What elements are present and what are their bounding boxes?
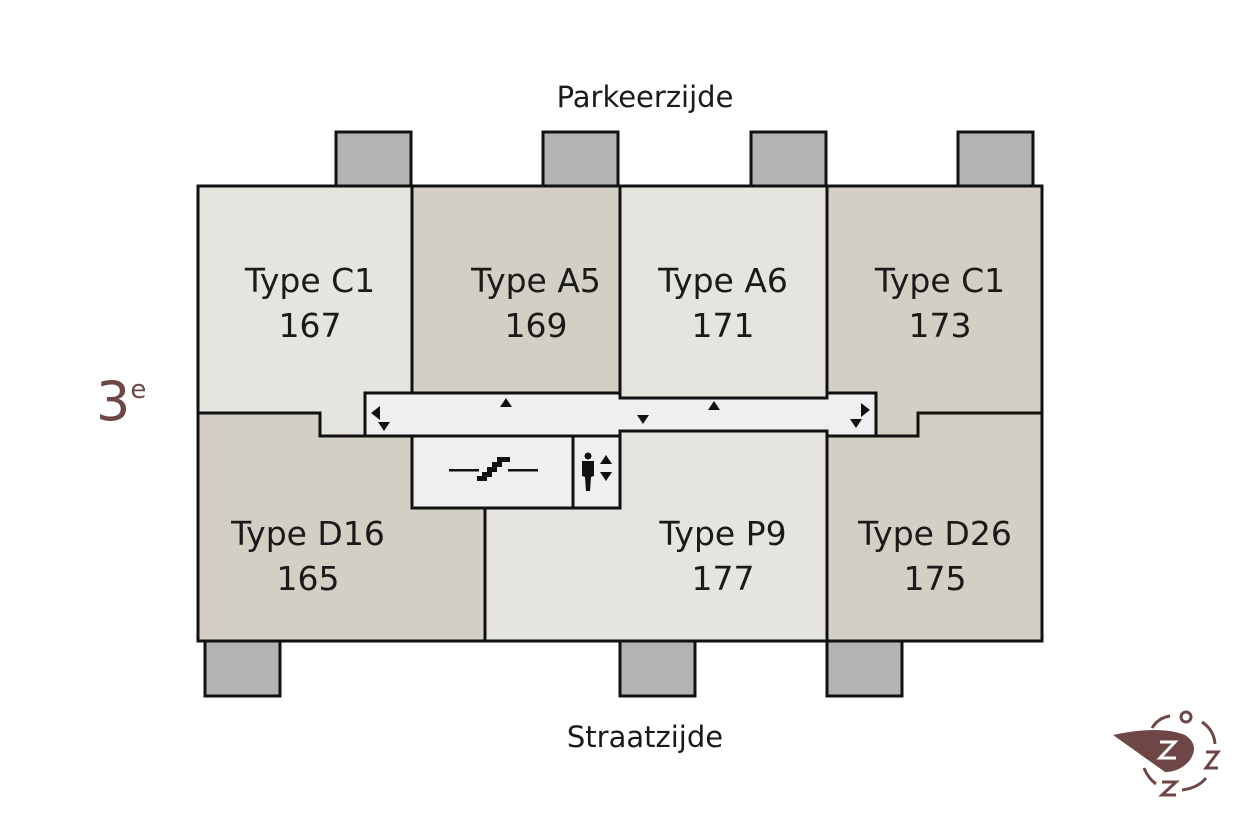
stairs-icon	[449, 457, 538, 481]
unit-number-label: 169	[505, 306, 568, 345]
compass-icon	[1113, 710, 1221, 797]
arrow-down-icon	[850, 419, 862, 428]
elevator-icon	[582, 452, 612, 491]
balcony	[541, 130, 620, 188]
arrow-right-icon	[861, 403, 870, 417]
unit-labels: Type C1 167 Type A5 169 Type A6 171 Type…	[230, 261, 1012, 598]
elevator	[571, 434, 622, 510]
arrow-left-icon	[371, 406, 380, 420]
unit-type-label: Type C1	[244, 261, 375, 300]
unit-type-label: Type C1	[874, 261, 1005, 300]
unit-type-label: Type D26	[857, 514, 1012, 553]
balcony	[334, 130, 413, 188]
unit-type-label: Type A5	[470, 261, 601, 300]
unit-type-label: Type P9	[658, 514, 786, 553]
arrow-up-icon	[708, 401, 720, 410]
top-side-label: Parkeerzijde	[557, 80, 734, 114]
arrow-up-icon	[500, 398, 512, 407]
unit-number-label: 175	[904, 559, 967, 598]
corridor	[363, 391, 878, 438]
balcony	[956, 130, 1035, 188]
unit-175[interactable]	[825, 411, 1044, 643]
arrow-down-icon	[637, 415, 649, 424]
balcony	[203, 639, 282, 698]
unit-number-label: 171	[692, 306, 755, 345]
balconies	[203, 130, 1035, 698]
floor-label: 3e	[96, 370, 146, 433]
unit-number-label: 173	[909, 306, 972, 345]
unit-number-label: 167	[279, 306, 342, 345]
balcony	[749, 130, 828, 188]
arrow-down-icon	[378, 422, 390, 431]
unit-type-label: Type A6	[657, 261, 788, 300]
bottom-side-label: Straatzijde	[567, 720, 723, 754]
unit-type-label: Type D16	[230, 514, 385, 553]
corridor-arrows	[371, 398, 870, 431]
balcony	[825, 639, 904, 698]
unit-number-label: 177	[692, 559, 755, 598]
unit-number-label: 165	[277, 559, 340, 598]
balcony	[618, 639, 697, 698]
